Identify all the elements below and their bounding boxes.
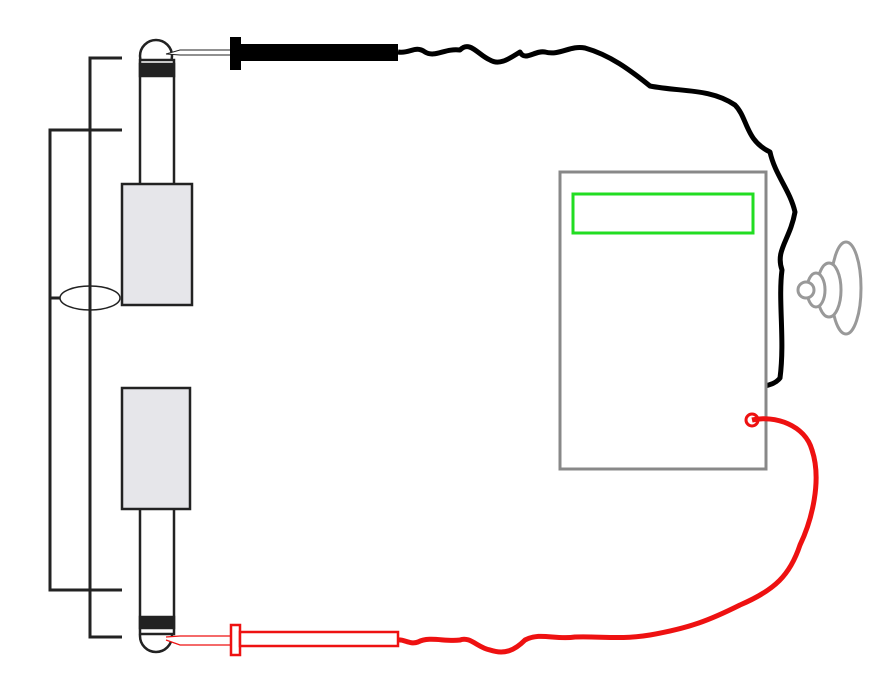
inner-bracket [48, 128, 122, 592]
black-lead-wire [397, 44, 798, 394]
outer-bracket [88, 56, 122, 639]
red-probe[interactable] [165, 623, 400, 657]
multimeter-display [571, 192, 755, 235]
red-lead-wire [397, 416, 819, 655]
black-probe[interactable] [165, 37, 398, 70]
speaker-sound-icon [796, 240, 863, 336]
component-top [120, 38, 194, 307]
component-bottom [120, 386, 192, 654]
bracket-tie-ellipse [59, 285, 121, 311]
